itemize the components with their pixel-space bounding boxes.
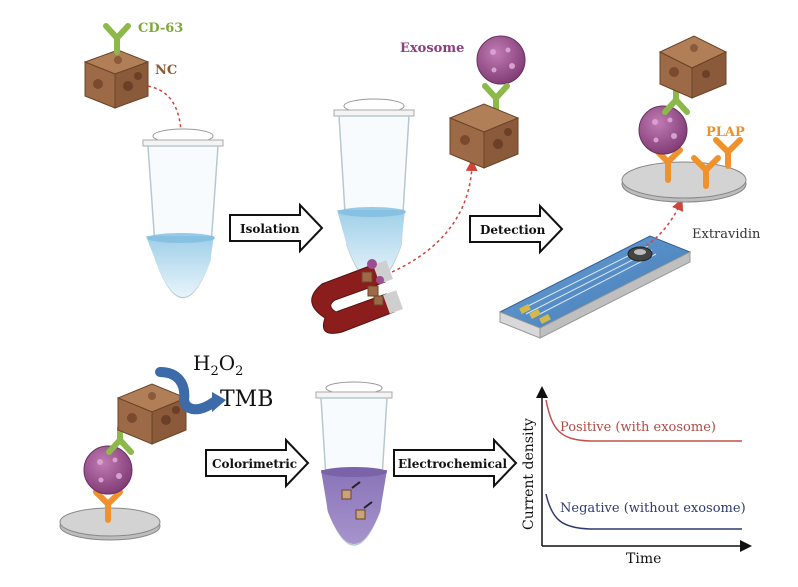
detection-label: Detection — [480, 223, 546, 237]
tube-3 — [315, 381, 393, 546]
positive-label: Positive (with exosome) — [560, 420, 716, 435]
positive-curve — [545, 399, 742, 442]
colorimetric-arrow — [205, 437, 310, 489]
exosome-right — [638, 105, 688, 155]
nc-label: NC — [155, 63, 177, 78]
isolation-arrow — [229, 202, 324, 254]
tube-1 — [142, 128, 224, 299]
electrode-disc-top — [621, 161, 747, 203]
tmb-label: TMB — [220, 387, 273, 412]
extravidin-label: Extravidin — [692, 227, 761, 242]
isolation-dashed-arrow — [391, 159, 478, 273]
electrochemical-label: Electrochemical — [398, 457, 508, 471]
nc-cube-group — [83, 49, 150, 109]
negative-label: Negative (without exosome) — [560, 501, 746, 516]
cd63-label: CD-63 — [138, 21, 183, 36]
electrochemical-arrow — [393, 437, 518, 489]
captured-particles — [361, 259, 384, 306]
current-graph — [536, 386, 752, 552]
cd63-antibody — [103, 23, 131, 55]
magnet — [311, 260, 403, 334]
nc-cube-right — [658, 35, 728, 99]
detection-dashed-arrow — [645, 198, 684, 247]
exosome-top — [476, 35, 526, 85]
nc-cube-middle — [448, 103, 520, 169]
exosome-bottom — [83, 445, 133, 495]
plap-label: PLAP — [706, 125, 745, 140]
nc-cube-bottom — [116, 383, 188, 445]
reaction-arrowhead — [212, 392, 226, 412]
negative-curve — [545, 493, 742, 530]
exosome-label: Exosome — [400, 41, 464, 56]
x-axis-label: Time — [626, 551, 661, 567]
isolation-label: Isolation — [240, 222, 300, 236]
reaction-arrow — [155, 367, 219, 415]
detection-arrow — [469, 203, 564, 255]
colorimetric-label: Colorimetric — [212, 457, 297, 471]
h2o2-label: H2O2 — [193, 351, 243, 379]
y-axis-label: Current density — [521, 418, 537, 530]
bottom-orange-antibody — [93, 489, 123, 523]
tube-2 — [333, 98, 415, 284]
electrode-chip — [498, 235, 692, 339]
